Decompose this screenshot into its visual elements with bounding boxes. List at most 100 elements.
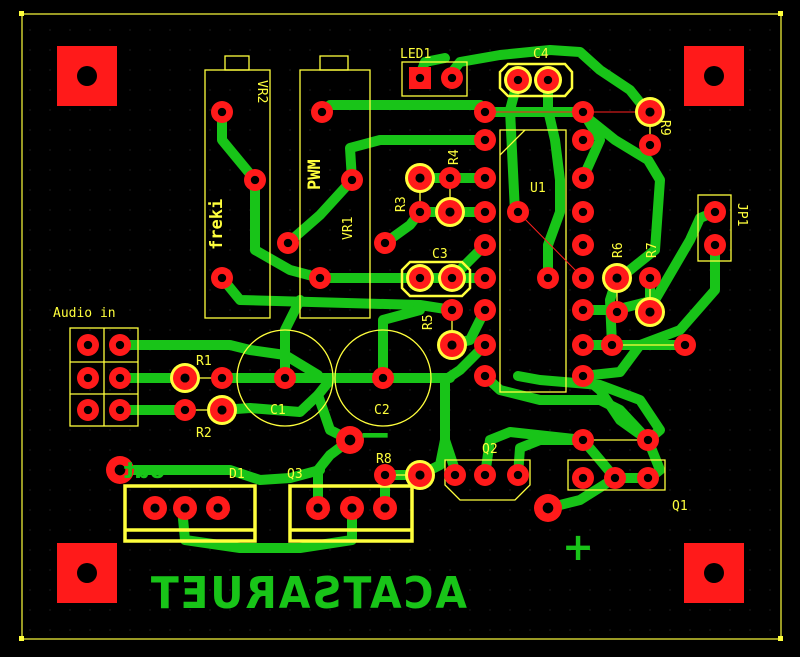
pad-drill: [578, 340, 588, 350]
label-plus: +: [562, 525, 594, 569]
board-outline: [21, 13, 782, 640]
label-vr1: VR1: [341, 217, 356, 240]
hole-bottom-left: [57, 543, 117, 603]
vr2-tab: [224, 55, 250, 71]
pad-drill: [415, 273, 425, 283]
pad-drill: [83, 340, 93, 350]
pad-drill: [513, 207, 523, 217]
pad-drill: [680, 340, 690, 350]
label-r4: R4: [447, 149, 462, 165]
pad-drill: [480, 305, 490, 315]
pad-drill: [645, 307, 655, 317]
hole-top-right: [684, 46, 744, 106]
d1-outline: [123, 484, 257, 543]
pad-drill: [180, 373, 190, 383]
pad-drill: [115, 373, 125, 383]
pad-drill: [115, 340, 125, 350]
pad-drill: [513, 75, 523, 85]
label-r7: R7: [645, 242, 660, 258]
label-c3: C3: [432, 247, 448, 262]
trace: [115, 340, 323, 380]
trace: [445, 45, 655, 120]
pad-drill: [445, 207, 455, 217]
pad-drill: [347, 503, 357, 513]
copper-traces: [115, 45, 720, 553]
label-c1: C1: [270, 403, 286, 418]
pad-drill: [612, 273, 622, 283]
pad-drill: [250, 175, 260, 185]
pad-drill: [578, 107, 588, 117]
pad-drill: [447, 305, 457, 315]
pad-drill: [378, 373, 388, 383]
pad-drill: [578, 435, 588, 445]
pad-drill: [578, 273, 588, 283]
label-r9: R9: [657, 120, 672, 136]
pad-drill: [415, 207, 425, 217]
pad-drill: [543, 75, 553, 85]
hole-top-left: [57, 46, 117, 106]
pad-drill: [645, 140, 655, 150]
pad-drill: [447, 340, 457, 350]
c3-outline: [400, 260, 472, 298]
label-pwm: PWM: [305, 159, 325, 190]
trace: [283, 175, 357, 248]
pad-drill: [513, 470, 523, 480]
pad-drill: [578, 173, 588, 183]
pad-drill: [213, 503, 223, 513]
label-minus: −: [358, 412, 392, 458]
label-c4: C4: [533, 47, 549, 62]
pad-drill: [612, 307, 622, 317]
trace: [480, 427, 588, 480]
pad-drill: [480, 135, 490, 145]
outline-corner: [19, 636, 24, 641]
trace: [177, 503, 357, 553]
q1-outline: [567, 459, 666, 491]
label-r1: R1: [196, 354, 212, 369]
pad-drill: [643, 435, 653, 445]
pad-drill: [578, 371, 588, 381]
pad-drill: [344, 434, 356, 446]
silk-labels: LED1 C4 VR2 freki PWM VR1 R9 R4 R3 U1 C3…: [53, 47, 749, 514]
trace: [440, 340, 490, 475]
pad-drill: [283, 238, 293, 248]
label-c2: C2: [374, 403, 390, 418]
mounting-holes: [57, 46, 744, 603]
pad-drill: [447, 273, 457, 283]
pad-drill: [607, 340, 617, 350]
pad-drill: [445, 173, 455, 183]
pad-drill: [480, 207, 490, 217]
pad-drill: [217, 373, 227, 383]
label-r3: R3: [394, 196, 409, 212]
trace: [513, 371, 665, 445]
pad-drill: [415, 73, 425, 83]
trace: [578, 240, 720, 381]
c1-outline: [236, 329, 334, 427]
pad-drill: [610, 473, 620, 483]
label-r6: R6: [611, 242, 626, 258]
copper-text: out − + ACATSARUET: [123, 412, 594, 619]
trace: [217, 273, 457, 315]
label-audio-in: Audio in: [53, 306, 116, 321]
outline-corner: [778, 11, 783, 16]
pad-drill: [180, 503, 190, 513]
label-led1: LED1: [400, 47, 431, 62]
pad-drill: [180, 405, 190, 415]
pad-drill: [315, 273, 325, 283]
pad-drill: [217, 405, 227, 415]
label-u1: U1: [530, 181, 546, 196]
trace: [543, 75, 565, 283]
pad-drill: [710, 240, 720, 250]
c2-outline: [334, 329, 432, 427]
pad-drill: [480, 273, 490, 283]
pad-drill: [450, 470, 460, 480]
pad-drill: [480, 173, 490, 183]
pad-drill: [115, 405, 125, 415]
pad-drill: [83, 373, 93, 383]
pad-drill: [415, 173, 425, 183]
pad-drill: [217, 107, 227, 117]
pad-drill: [480, 371, 490, 381]
pad-drill: [380, 503, 390, 513]
label-jp1: JP1: [734, 203, 749, 226]
label-q3: Q3: [287, 467, 303, 482]
pad-drill: [83, 405, 93, 415]
